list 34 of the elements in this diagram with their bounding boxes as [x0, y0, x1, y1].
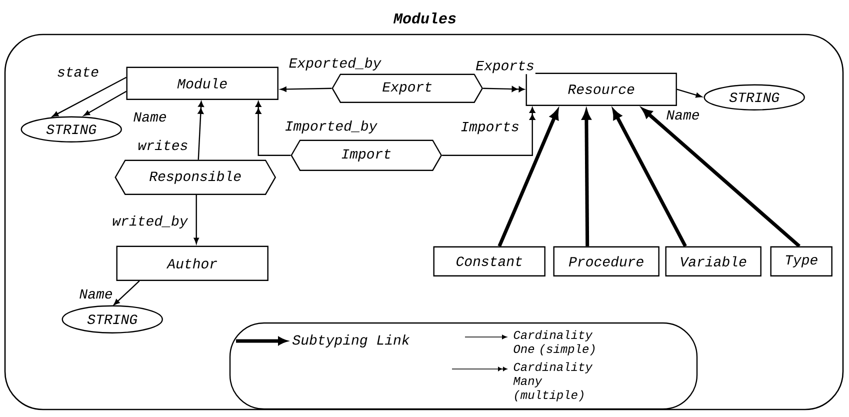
- edge-label: Exported_by: [288, 56, 382, 72]
- relationship-hexagon: Export: [332, 74, 484, 103]
- subtype-arrow: [642, 108, 800, 248]
- legend-text: Cardinality Many (multiple): [513, 362, 593, 402]
- entity-box: Resource: [526, 72, 677, 106]
- edge-label: state: [56, 66, 100, 78]
- edge-label: writes: [136, 138, 190, 152]
- arrow: [255, 101, 291, 156]
- edge-label: Name: [132, 111, 168, 123]
- arrow: [198, 101, 204, 160]
- arrow: [52, 76, 127, 117]
- subtype-arrow: [612, 109, 687, 248]
- entity-box: Constant: [433, 246, 546, 276]
- edge-label: Imported_by: [284, 119, 378, 135]
- entity-box: Procedure: [553, 246, 660, 276]
- title: Modules: [393, 12, 456, 24]
- relationship-hexagon: Import: [290, 140, 442, 171]
- edge-label: Name: [78, 288, 114, 300]
- legend-text: Subtyping Link: [292, 334, 410, 348]
- arrow: [676, 88, 702, 98]
- arrow: [194, 194, 199, 244]
- relationship-hexagon: Responsible: [114, 160, 276, 195]
- entity-box: Module: [126, 66, 278, 100]
- entity-box: Author: [116, 246, 268, 281]
- arrow: [114, 280, 140, 306]
- arrow: [280, 86, 332, 92]
- edge-label: Name: [665, 109, 701, 121]
- arrow: [84, 90, 127, 116]
- entity-box: Variable: [665, 246, 762, 276]
- entity-box: Type: [770, 246, 832, 276]
- legend-text: Cardinality One (simple): [514, 330, 595, 356]
- edge-label: writed_by: [111, 214, 189, 230]
- arrow: [483, 86, 524, 92]
- edge-label: Exports: [474, 60, 536, 74]
